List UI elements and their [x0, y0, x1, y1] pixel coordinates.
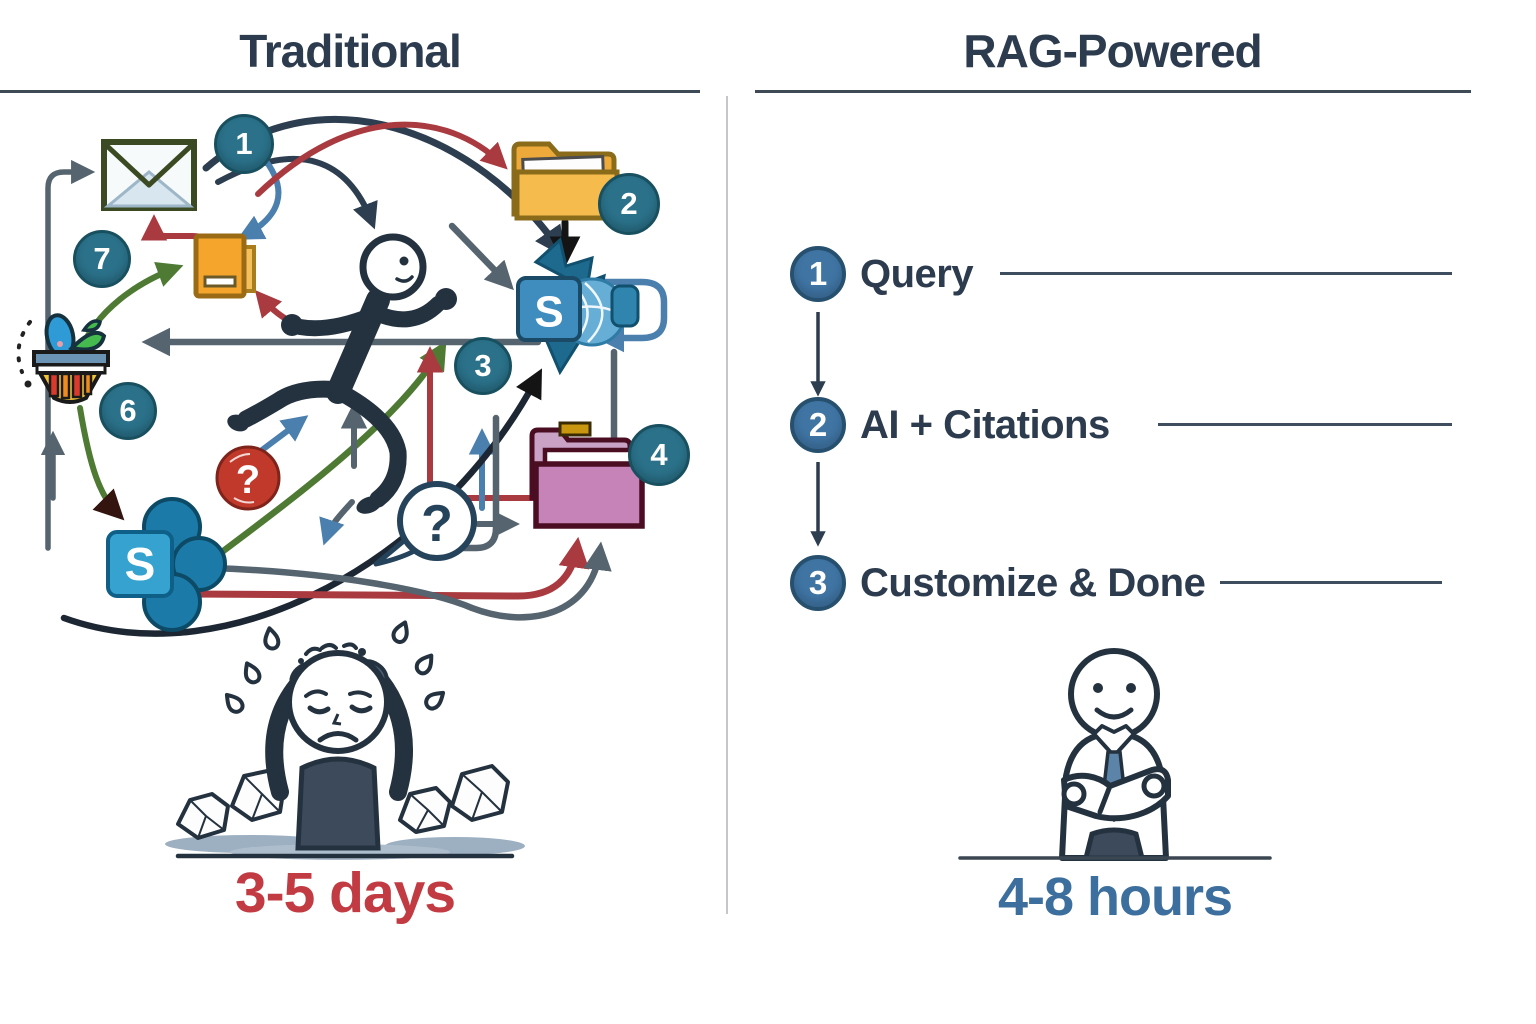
chaos-badge-1: 1	[214, 114, 274, 174]
question-circle-icon: ?	[215, 445, 281, 511]
right-title-underline	[755, 90, 1471, 93]
left-panel-title: Traditional	[239, 25, 462, 77]
email-icon	[101, 139, 197, 211]
sharepoint-letter-top: S	[534, 288, 563, 337]
question-bubble-glyph: ?	[421, 495, 453, 553]
question-bubble-icon: ?	[373, 481, 477, 567]
chaos-badge-7: 7	[73, 230, 131, 288]
chaos-badge-6: 6	[99, 382, 157, 440]
panel-divider	[726, 96, 728, 914]
sharepoint-icon-top: S	[516, 237, 640, 376]
question-circle-glyph: ?	[236, 458, 260, 502]
sharepoint-letter-bottom: S	[125, 538, 156, 590]
running-figure	[227, 233, 457, 514]
step-line-1	[1000, 272, 1452, 275]
chaos-badge-2: 2	[598, 173, 660, 235]
right-time-label: 4-8 hours	[997, 867, 1233, 927]
stressed-figure	[165, 620, 525, 860]
left-time-label: 3-5 days	[234, 861, 456, 925]
step-circle-1: 1	[790, 246, 846, 302]
purple-folder-icon	[529, 421, 645, 529]
document-icon	[193, 233, 256, 299]
basket-icon	[16, 313, 110, 404]
step-label-customize-done: Customize & Done	[860, 561, 1206, 605]
step-circle-2: 2	[790, 397, 846, 453]
chaos-badge-3: 3	[454, 337, 512, 395]
sweat-drops	[224, 620, 446, 714]
step-label-query: Query	[860, 252, 974, 296]
chaos-badge-4: 4	[628, 424, 690, 486]
step-circle-3: 3	[790, 555, 846, 611]
confident-figure	[1059, 648, 1171, 861]
step-line-3	[1220, 581, 1442, 584]
left-title-underline	[0, 90, 700, 93]
sharepoint-icon-bottom: S	[106, 497, 227, 632]
step-label-ai-citations: AI + Citations	[860, 403, 1110, 447]
step-line-2	[1158, 423, 1452, 426]
right-panel-title: RAG-Powered	[963, 25, 1262, 77]
